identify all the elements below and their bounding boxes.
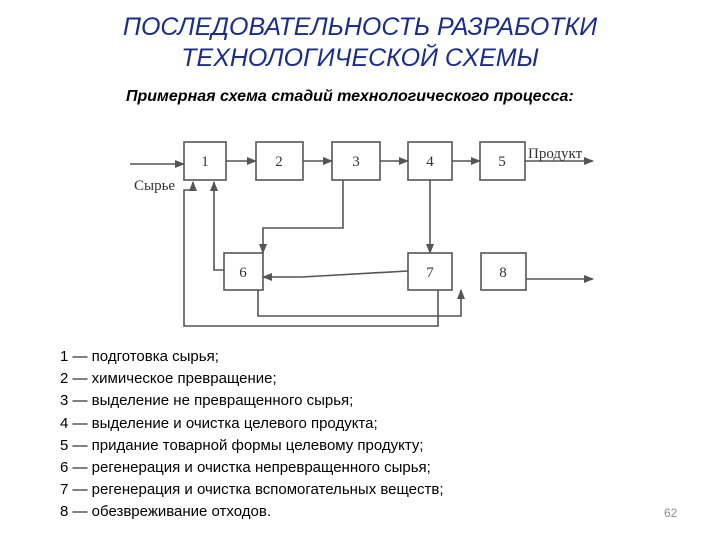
- legend-item: 7 — регенерация и очистка вспомогательны…: [60, 481, 444, 499]
- block-4-label: 4: [426, 154, 434, 170]
- legend-item: 2 — химическое превращение;: [60, 370, 277, 388]
- block-3-label: 3: [352, 154, 360, 170]
- legend-item: 4 — выделение и очистка целевого продукт…: [60, 414, 378, 432]
- link-6-1: [210, 181, 224, 271]
- block-7-label: 7: [426, 265, 434, 281]
- block-5: [479, 141, 526, 181]
- block-3: [331, 141, 381, 181]
- legend-item: 6 — регенерация и очистка непревращенног…: [60, 459, 431, 477]
- output-label: Продукт: [528, 146, 583, 162]
- block-8-label: 8: [499, 265, 507, 281]
- block-2: [255, 141, 304, 181]
- legend-item: 1 — подготовка сырья;: [60, 348, 219, 365]
- block-4: [407, 141, 453, 181]
- link-7-6: [262, 270, 409, 281]
- block-8: [480, 252, 527, 291]
- legend-item: 5 — придание товарной формы целевому про…: [60, 436, 424, 454]
- block-5-label: 5: [498, 154, 506, 170]
- block-2-label: 2: [275, 154, 283, 170]
- title-line-2: ТЕХНОЛОГИЧЕСКОЙ СХЕМЫ: [181, 44, 539, 72]
- legend-item: 3 — выделение не превращенного сырья;: [60, 392, 354, 410]
- block-1-label: 1: [201, 154, 209, 170]
- link-6-8: [257, 289, 465, 317]
- title-line-1: ПОСЛЕДОВАТЕЛЬНОСТЬ РАЗРАБОТКИ: [122, 13, 598, 41]
- stage-legend: 1 — подготовка сырья; 2 — химическое пре…: [60, 346, 444, 524]
- block-7: [407, 252, 453, 291]
- block-6: [223, 252, 264, 291]
- diagram-subtitle: Примерная схема стадий технологического …: [126, 88, 574, 105]
- page-number: 62: [664, 506, 678, 520]
- link-7-1: [183, 181, 439, 327]
- block-6-label: 6: [239, 265, 247, 281]
- link-3-6: [259, 180, 344, 254]
- block-1: [183, 141, 227, 181]
- input-label: Сырье: [134, 178, 175, 194]
- legend-item: 8 — обезвреживание отходов.: [60, 503, 272, 521]
- page-title: ПОСЛЕДОВАТЕЛЬНОСТЬ РАЗРАБОТКИ ТЕХНОЛОГИЧ…: [0, 12, 720, 74]
